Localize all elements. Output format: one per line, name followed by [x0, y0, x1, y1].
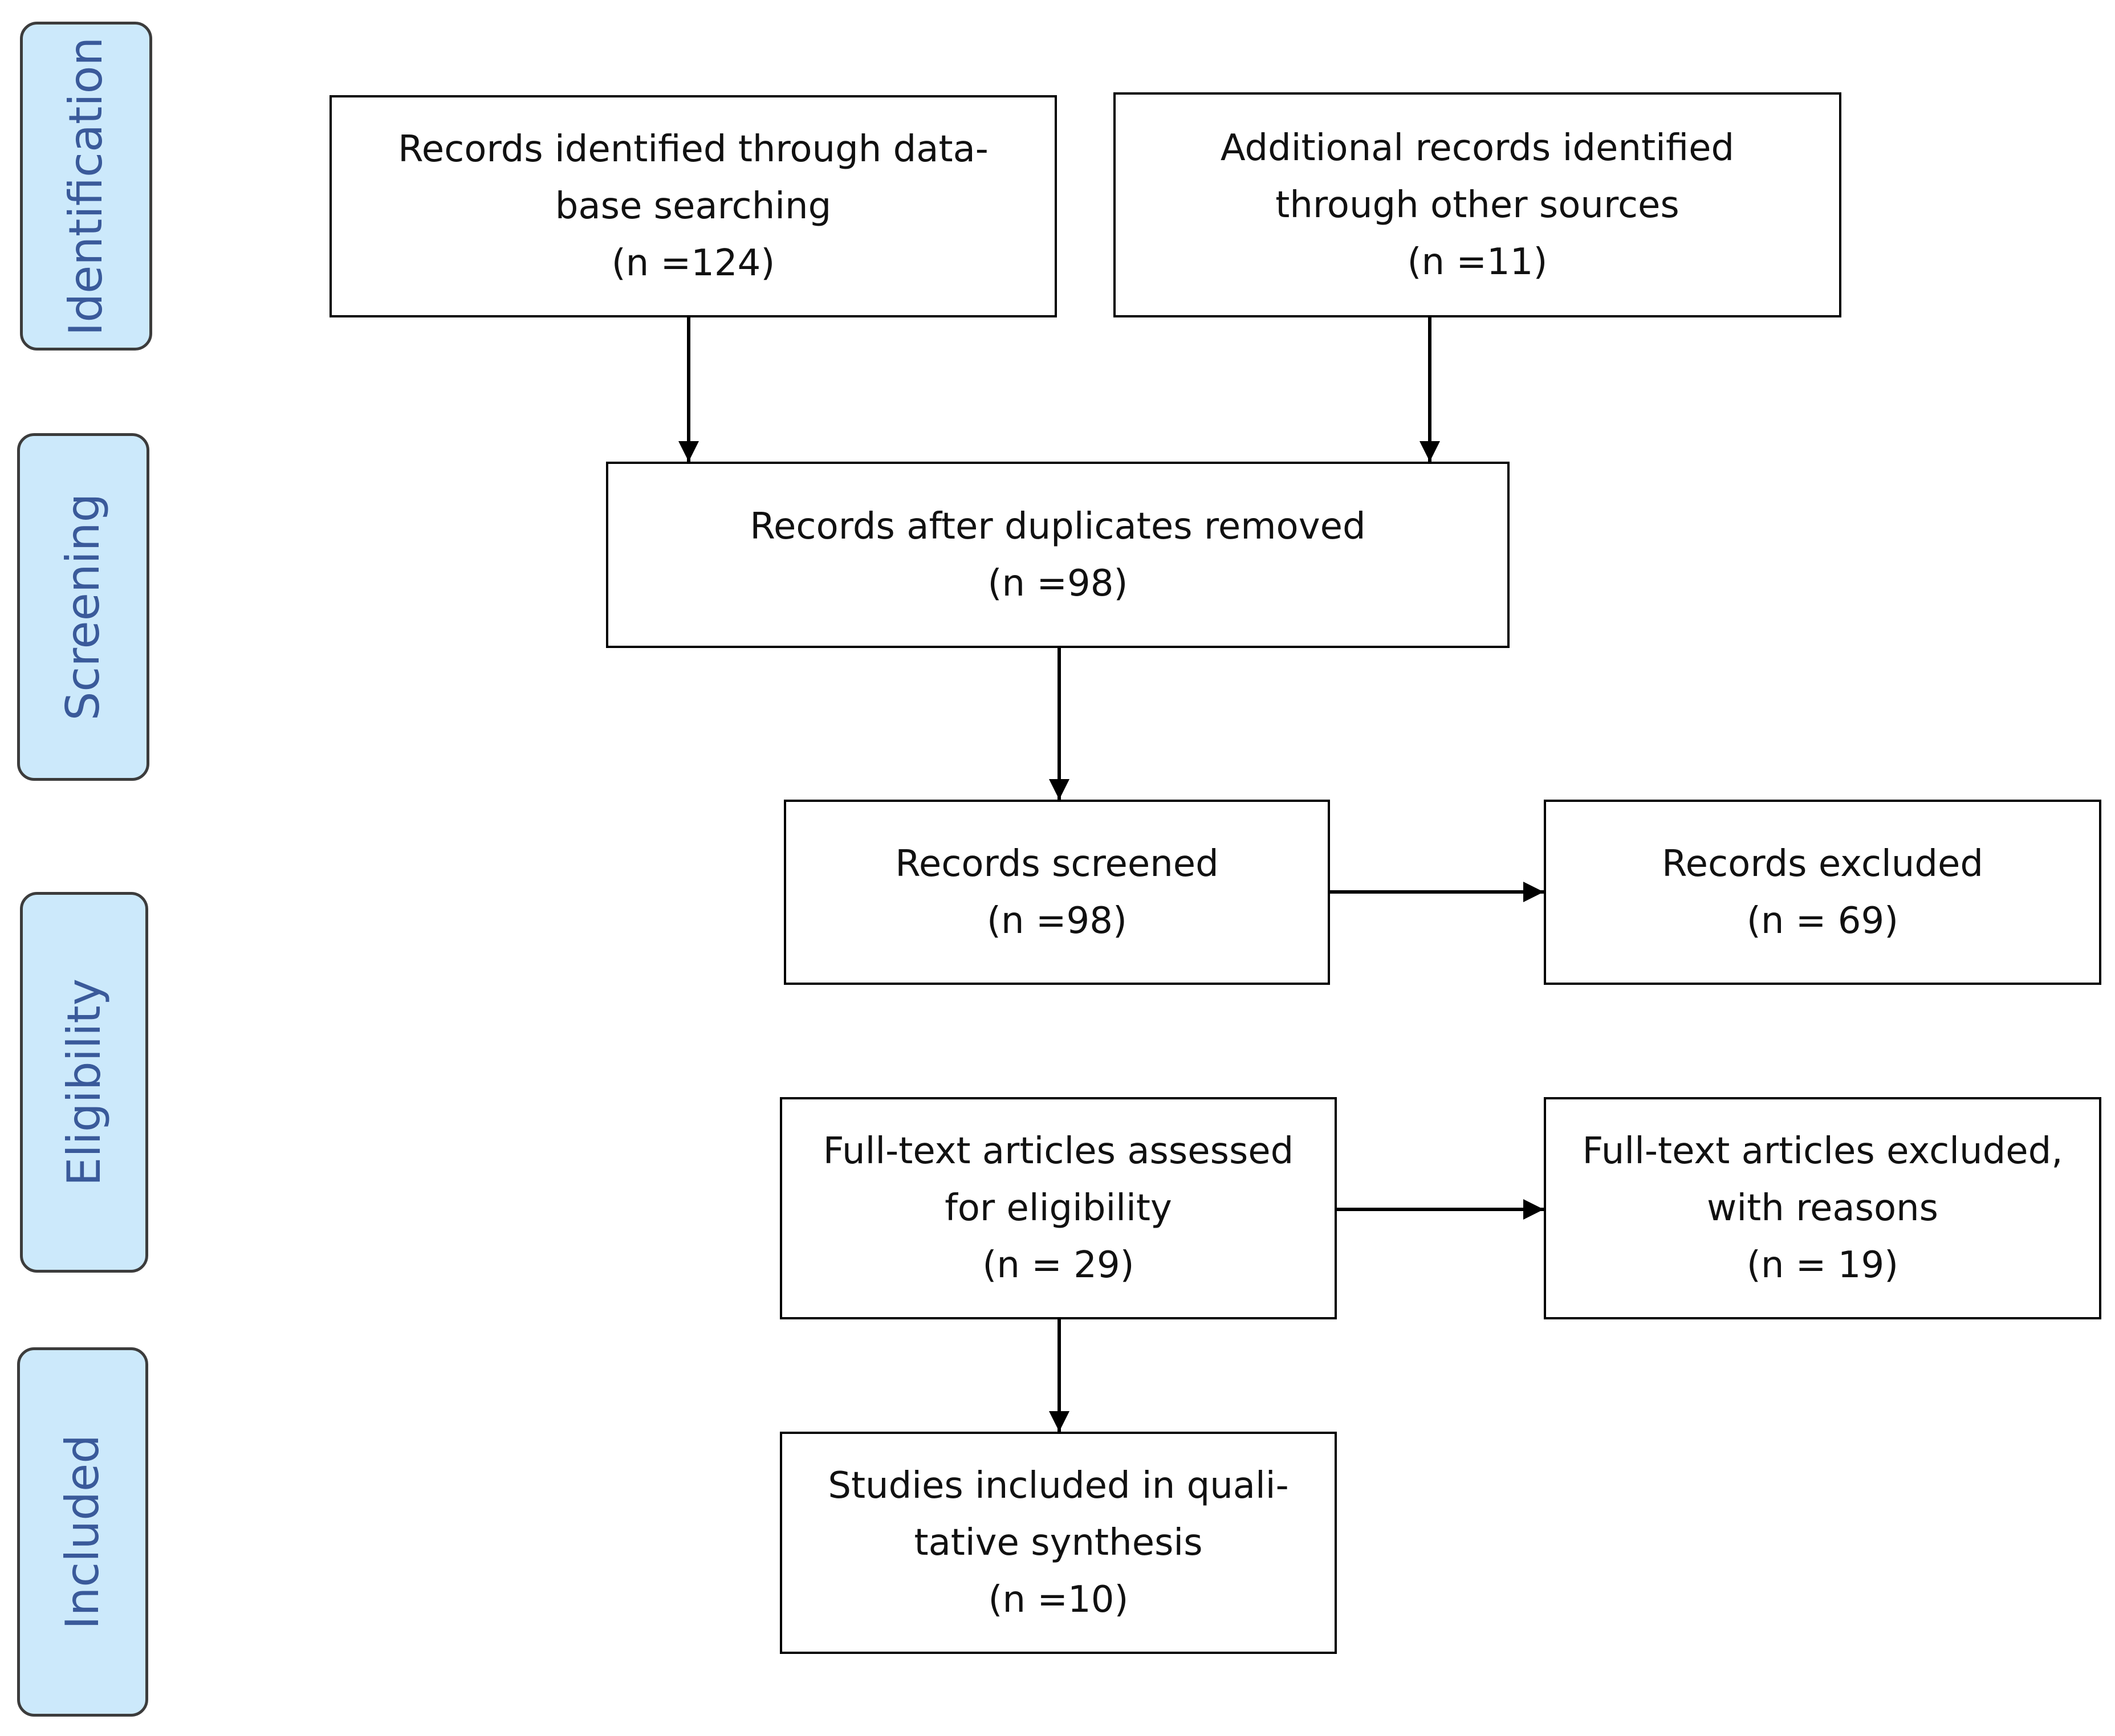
- fulltext-assessed-box: Full-text articles assessed for eligibil…: [780, 1097, 1337, 1319]
- phase-screening: Screening: [17, 433, 149, 781]
- records-database-count: (n =124): [611, 242, 775, 284]
- fulltext-excluded-box: Full-text articles excluded, with reason…: [1544, 1097, 2101, 1319]
- records-database-box: Records identified through data- base se…: [330, 95, 1057, 317]
- studies-included-line2: tative synthesis: [914, 1522, 1203, 1564]
- fulltext-excluded-line1: Full-text articles excluded,: [1582, 1130, 2063, 1172]
- records-excluded-line1: Records excluded: [1662, 842, 1983, 885]
- records-other-sources-box: Additional records identified through ot…: [1113, 92, 1841, 317]
- records-screened-box: Records screened (n =98): [784, 800, 1330, 985]
- fulltext-assessed-count: (n = 29): [982, 1244, 1134, 1286]
- records-database-line1: Records identified through data-: [398, 128, 989, 170]
- records-excluded-count: (n = 69): [1746, 899, 1899, 942]
- fulltext-assessed-line1: Full-text articles assessed: [823, 1130, 1294, 1172]
- records-after-duplicates-count: (n =98): [987, 562, 1128, 605]
- phase-identification: Identification: [20, 22, 152, 351]
- records-other-line2: through other sources: [1275, 184, 1679, 226]
- studies-included-box: Studies included in quali- tative synthe…: [780, 1432, 1337, 1654]
- records-database-line2: base searching: [555, 185, 832, 227]
- phase-included: Included: [17, 1347, 148, 1717]
- records-excluded-box: Records excluded (n = 69): [1544, 800, 2101, 985]
- fulltext-excluded-line2: with reasons: [1706, 1187, 1939, 1229]
- phase-eligibility: Eligibility: [20, 892, 148, 1273]
- records-other-line1: Additional records identified: [1220, 127, 1735, 169]
- records-after-duplicates-box: Records after duplicates removed (n =98): [606, 462, 1510, 648]
- records-screened-count: (n =98): [987, 899, 1127, 942]
- studies-included-count: (n =10): [988, 1579, 1129, 1621]
- studies-included-line1: Studies included in quali-: [828, 1465, 1289, 1507]
- records-screened-line1: Records screened: [895, 842, 1219, 885]
- fulltext-assessed-line2: for eligibility: [945, 1187, 1172, 1229]
- records-after-duplicates-line1: Records after duplicates removed: [750, 505, 1366, 548]
- records-other-count: (n =11): [1407, 241, 1548, 283]
- fulltext-excluded-count: (n = 19): [1746, 1244, 1899, 1286]
